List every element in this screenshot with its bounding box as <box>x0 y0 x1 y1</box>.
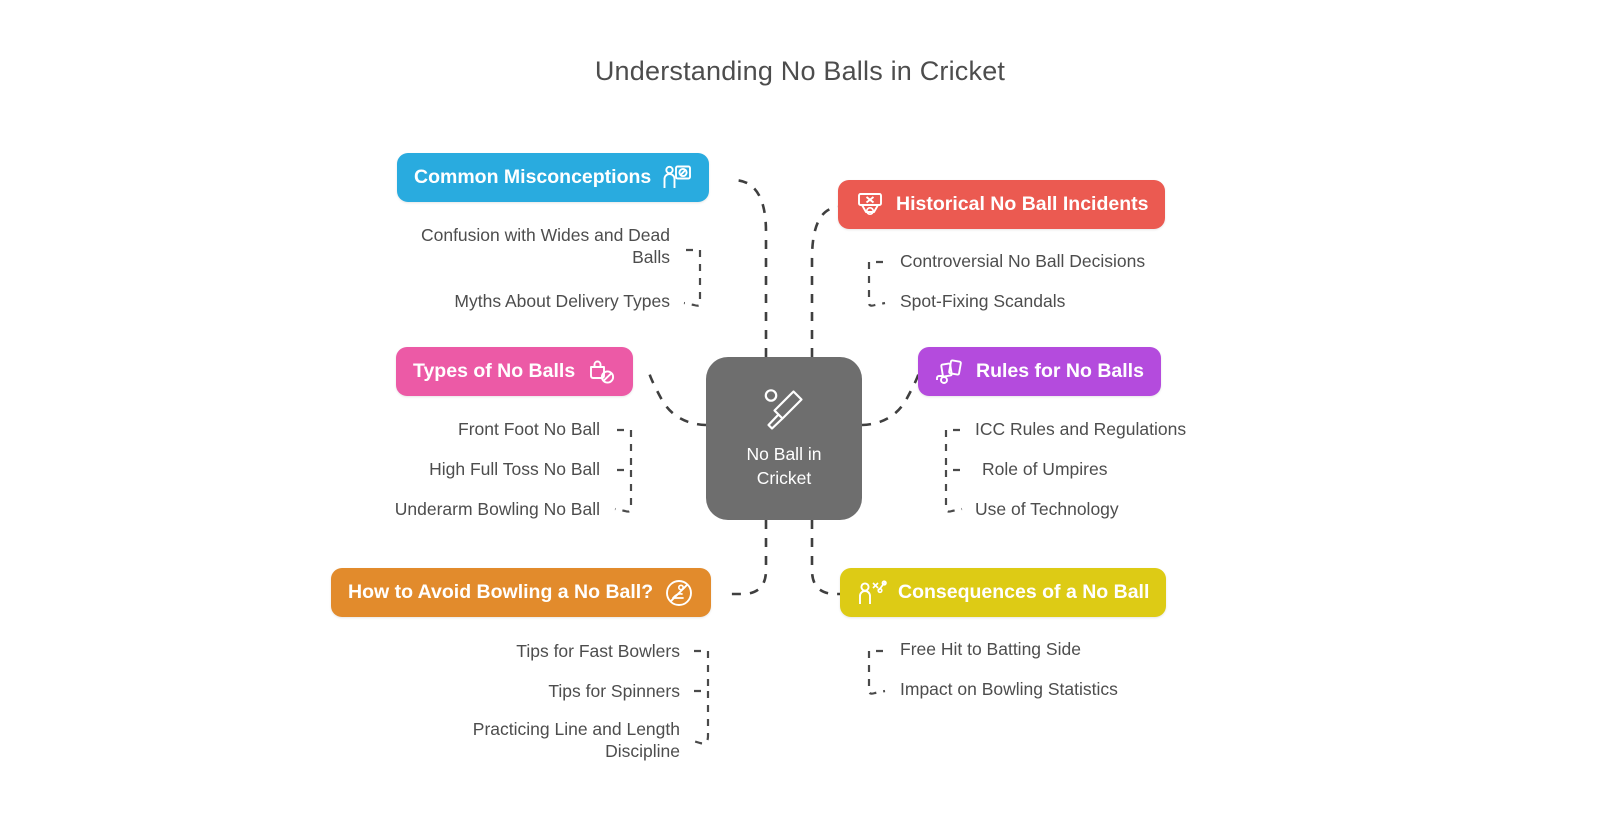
branch-label: Common Misconceptions <box>414 165 652 188</box>
subitem-tips-for-spinners: Tips for Spinners <box>548 681 680 701</box>
subitem-underarm-bowling-no-ball: Underarm Bowling No Ball <box>394 499 600 519</box>
connector-center-to-common-misconceptions <box>732 178 768 357</box>
subitem-free-hit-to-batting-side: Free Hit to Batting Side <box>900 639 1081 659</box>
subitem-use-of-technology: Use of Technology <box>975 499 1119 519</box>
page-title: Understanding No Balls in Cricket <box>594 56 1006 86</box>
subitem-controversial-no-ball-decisions: Controversial No Ball Decisions <box>900 251 1146 271</box>
bowler-prohibited-icon <box>664 578 694 608</box>
connector-center-to-historical-no-ball-incidents <box>810 205 841 357</box>
cricket-bat-and-ball-icon <box>762 387 806 433</box>
center-node[interactable]: No Ball in Cricket <box>706 357 862 520</box>
connector-center-to-how-to-avoid-bowling-a-no-ball <box>731 520 768 596</box>
branch-types-of-no-balls[interactable]: Types of No Balls <box>396 347 634 396</box>
branch-label: Rules for No Balls <box>976 359 1144 382</box>
subitem-confusion-with-wides-and-dead-balls: Confusion with Wides and Dead Balls <box>420 225 670 268</box>
branch-label: Types of No Balls <box>413 359 576 382</box>
branch-historical-no-ball-incidents[interactable]: Historical No Ball Incidents <box>838 180 1166 229</box>
subconnector-rules-for-no-balls <box>944 428 963 513</box>
connector-center-to-types-of-no-balls <box>647 371 707 427</box>
branch-label: Consequences of a No Ball <box>898 580 1150 603</box>
subitem-icc-rules-and-regulations: ICC Rules and Regulations <box>975 419 1187 439</box>
umpire-signal-icon <box>935 358 965 386</box>
branch-label: How to Avoid Bowling a No Ball? <box>348 580 654 603</box>
subitem-impact-on-bowling-statistics: Impact on Bowling Statistics <box>900 679 1118 699</box>
subconnector-historical-no-ball-incidents <box>867 260 886 307</box>
center-node-label: No Ball in Cricket <box>746 444 822 488</box>
subitem-myths-about-delivery-types: Myths About Delivery Types <box>454 291 670 311</box>
branch-label: Historical No Ball Incidents <box>896 192 1149 215</box>
branch-rules-for-no-balls[interactable]: Rules for No Balls <box>918 347 1161 396</box>
subconnector-common-misconceptions <box>683 248 702 307</box>
branch-how-to-avoid-bowling-a-no-ball[interactable]: How to Avoid Bowling a No Ball? <box>331 568 712 617</box>
subitem-front-foot-no-ball: Front Foot No Ball <box>458 419 600 439</box>
subitem-role-of-umpires: Role of Umpires <box>982 459 1108 479</box>
subitem-practicing-line-and-length-discipline: Practicing Line and Length Discipline <box>472 719 680 762</box>
subconnector-consequences-of-a-no-ball <box>867 649 886 695</box>
branch-common-misconceptions[interactable]: Common Misconceptions <box>397 153 710 202</box>
subconnector-types-of-no-balls <box>614 428 633 513</box>
connector-center-to-rules-for-no-balls <box>861 371 921 427</box>
person-prohibited-icon <box>662 164 692 192</box>
ball-prohibited-icon <box>586 358 616 386</box>
subconnector-how-to-avoid-bowling-a-no-ball <box>689 649 710 745</box>
scoreboard-x-icon <box>855 191 885 219</box>
branch-consequences-of-a-no-ball[interactable]: Consequences of a No Ball <box>840 568 1167 617</box>
person-statistics-icon <box>857 579 887 607</box>
subitem-spot-fixing-scandals: Spot-Fixing Scandals <box>900 291 1066 311</box>
subitem-tips-for-fast-bowlers: Tips for Fast Bowlers <box>516 641 680 661</box>
subitem-high-full-toss-no-ball: High Full Toss No Ball <box>429 459 600 479</box>
